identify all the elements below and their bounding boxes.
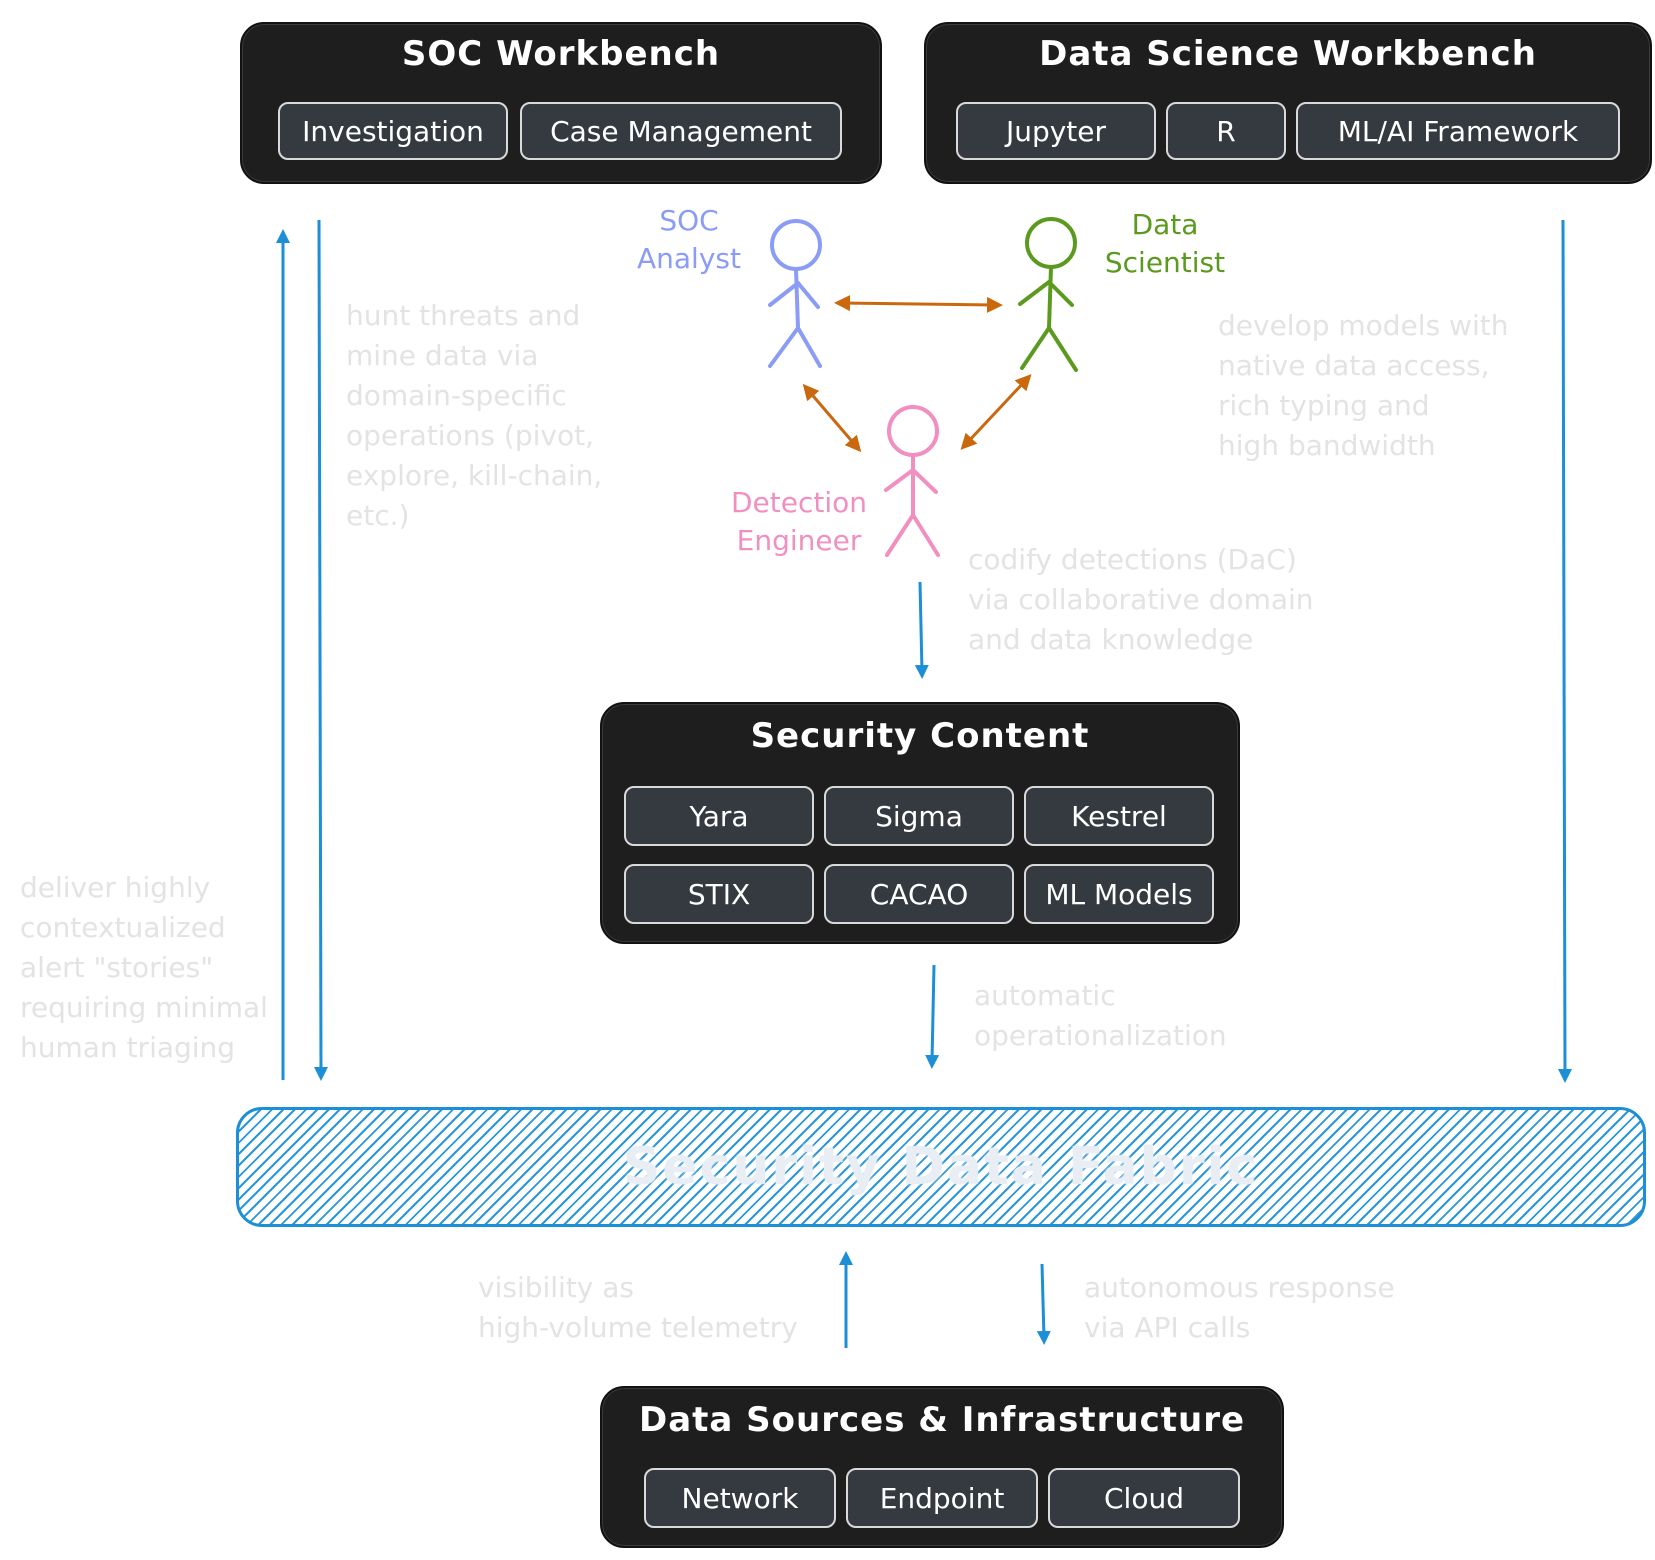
chip-case-management[interactable]: Case Management <box>520 102 842 160</box>
data-sources-title: Data Sources & Infrastructure <box>638 1400 1246 1440</box>
arrow-scientist-engineer <box>960 374 1032 450</box>
ds-workbench-title: Data Science Workbench <box>1039 34 1537 74</box>
security-content-title: Security Content <box>750 716 1090 756</box>
note-develop: develop models with native data access, … <box>1218 309 1509 462</box>
arrow-content-to-fabric <box>925 964 940 1069</box>
data-scientist-figure <box>1018 217 1078 372</box>
chip-cloud[interactable]: Cloud <box>1048 1468 1240 1528</box>
arrow-analyst-engineer <box>802 383 862 453</box>
note-hunt: hunt threats and mine data via domain-sp… <box>346 299 603 532</box>
note-visibility: visibility as high-volume telemetry <box>478 1271 798 1344</box>
chip-investigation[interactable]: Investigation <box>278 102 508 160</box>
soc-workbench-box: SOC Workbench Investigation Case Managem… <box>240 22 882 184</box>
chip-ml-ai-framework[interactable]: ML/AI Framework <box>1296 102 1620 160</box>
chip-endpoint[interactable]: Endpoint <box>846 1468 1038 1528</box>
data-scientist-label: Data Scientist <box>1104 208 1226 279</box>
chip-network[interactable]: Network <box>644 1468 836 1528</box>
arrow-engineer-to-content <box>914 581 929 679</box>
soc-analyst-label: SOC Analyst <box>637 204 741 275</box>
chip-r[interactable]: R <box>1166 102 1286 160</box>
arrow-ds-to-fabric <box>1557 219 1572 1083</box>
chip-stix[interactable]: STIX <box>624 864 814 924</box>
detection-engineer-figure <box>884 405 940 557</box>
chip-yara[interactable]: Yara <box>624 786 814 846</box>
note-autonomous: autonomous response via API calls <box>1084 1271 1395 1344</box>
security-content-box: Security Content Yara Sigma Kestrel STIX… <box>600 702 1240 944</box>
chip-sigma[interactable]: Sigma <box>824 786 1014 846</box>
soc-workbench-title: SOC Workbench <box>401 34 721 74</box>
note-codify: codify detections (DaC) via collaborativ… <box>968 543 1314 656</box>
arrow-fabric-to-sources <box>1036 1263 1051 1345</box>
chip-ml-models[interactable]: ML Models <box>1024 864 1214 924</box>
chip-cacao[interactable]: CACAO <box>824 864 1014 924</box>
data-sources-box: Data Sources & Infrastructure Network En… <box>600 1386 1284 1548</box>
arrow-analyst-scientist <box>834 295 1003 313</box>
security-data-fabric-title: Security Data Fabric <box>622 1137 1260 1197</box>
soc-analyst-figure <box>768 219 822 368</box>
note-automatic: automatic operationalization <box>974 979 1227 1052</box>
detection-engineer-label: Detection Engineer <box>730 486 868 557</box>
security-data-fabric[interactable]: Security Data Fabric <box>236 1107 1646 1227</box>
ds-workbench-box: Data Science Workbench Jupyter R ML/AI F… <box>924 22 1652 184</box>
chip-kestrel[interactable]: Kestrel <box>1024 786 1214 846</box>
note-deliver: deliver highly contextualized alert "sto… <box>20 871 268 1064</box>
chip-jupyter[interactable]: Jupyter <box>956 102 1156 160</box>
arrow-soc-to-fabric <box>313 219 328 1081</box>
